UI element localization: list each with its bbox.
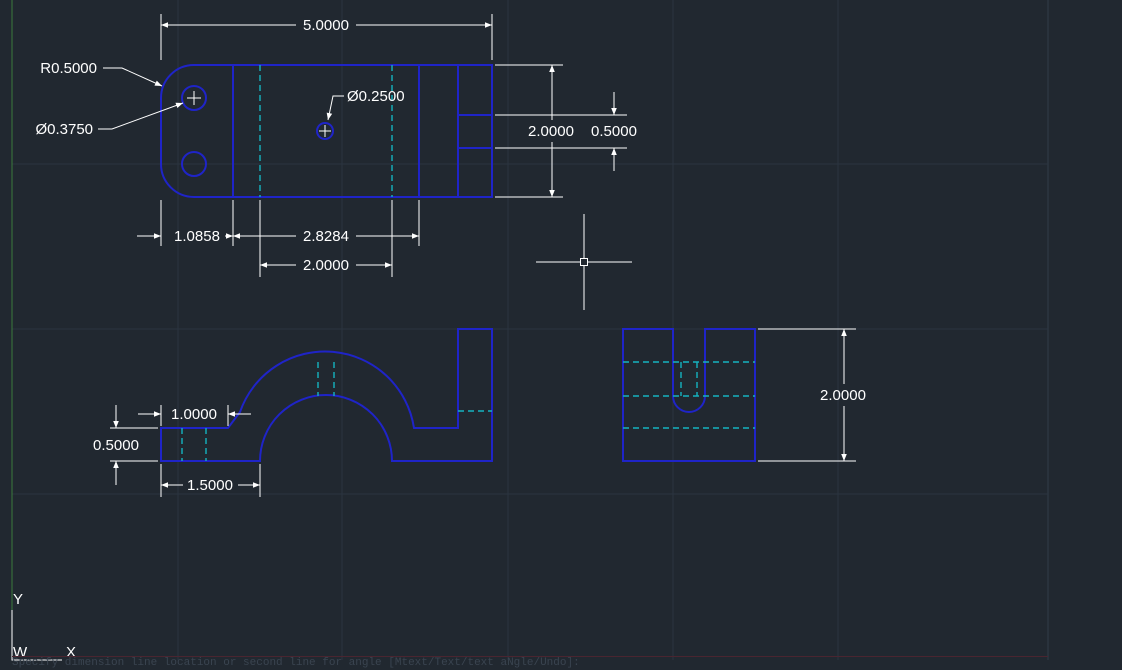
ucs-icon: Y W X [11,591,76,661]
dim-span[interactable]: 2.8284 [303,228,349,245]
top-view-dimensions[interactable]: 5.0000 R0.5000 Ø0.3750 Ø0.2500 2.0000 0.… [35,14,637,277]
ucs-y-label: Y [13,591,23,608]
ucs-x-label: X [66,644,76,661]
command-line-prompt[interactable]: Specify dimension line location or secon… [12,656,1048,670]
crosshair-cursor-icon [536,214,632,310]
dim-height[interactable]: 2.0000 [528,123,574,140]
hole-small[interactable] [316,122,334,140]
dim-side-height[interactable]: 2.0000 [820,387,866,404]
dim-hole-large[interactable]: Ø0.3750 [35,121,93,138]
top-view[interactable] [160,64,493,198]
dim-overall-length[interactable]: 5.0000 [303,17,349,34]
front-view-dimensions[interactable]: 1.0000 0.5000 1.5000 [93,405,261,497]
dim-offset[interactable]: 1.0858 [174,228,220,245]
dim-step[interactable]: 1.0000 [171,406,217,423]
dim-base[interactable]: 1.5000 [187,477,233,494]
drawing-grid [11,0,1049,660]
dim-fillet-radius[interactable]: R0.5000 [40,60,97,77]
hole-lower[interactable] [181,151,207,177]
dim-inner-span[interactable]: 2.0000 [303,257,349,274]
hole-large[interactable] [181,85,207,111]
dim-hole-small[interactable]: Ø0.2500 [347,88,405,105]
dim-slot[interactable]: 0.5000 [591,123,637,140]
side-view[interactable] [622,328,756,462]
front-view[interactable] [160,328,493,462]
dim-thickness[interactable]: 0.5000 [93,437,139,454]
front-view-outline[interactable] [160,328,493,462]
side-view-outline[interactable] [622,328,756,462]
top-view-outline[interactable] [160,64,493,198]
side-view-dimensions[interactable]: 2.0000 [758,328,866,462]
